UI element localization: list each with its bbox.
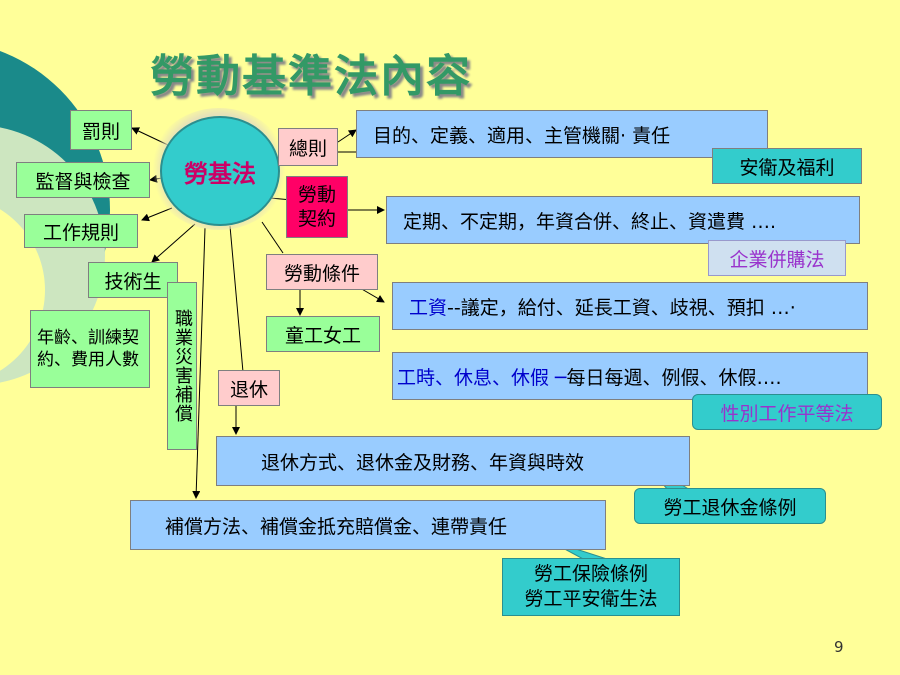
work-rules-node: 工作規則 bbox=[24, 214, 138, 248]
apprentice-detail-label: 年齡、訓練契約、費用人數 bbox=[37, 328, 139, 370]
wage-node: 工資--議定，給付、延長工資、歧視、預扣 …· bbox=[392, 282, 868, 330]
wage-detail-label: --議定，給付、延長工資、歧視、預扣 …· bbox=[447, 296, 796, 319]
comp-detail-node: 補償方法、補償金抵充賠償金、連帶責任 bbox=[130, 500, 606, 550]
general-label: 總則 bbox=[288, 137, 327, 160]
contract-node: 勞動契約 bbox=[286, 176, 348, 238]
page-title: 勞動基準法內容 bbox=[150, 51, 472, 102]
retirement-node: 退休 bbox=[218, 370, 280, 406]
contract-callout-label: 企業併購法 bbox=[729, 248, 825, 271]
hours-node: 工時、休息、休假 ─ 每日每週、例假、休假…. bbox=[392, 352, 868, 400]
contract-detail-label: 定期、不定期，年資合併、終止、資遣費 …. bbox=[403, 210, 777, 233]
general-detail-label: 目的、定義、適用、主管機關· 責任 bbox=[373, 124, 671, 147]
contract-label: 勞動契約 bbox=[297, 184, 336, 230]
hours-label: 工時、休息、休假 ─ bbox=[397, 366, 567, 389]
work-rules-label: 工作規則 bbox=[42, 221, 119, 244]
general-detail-node: 目的、定義、適用、主管機關· 責任 bbox=[356, 110, 768, 158]
contract-detail-node: 定期、不定期，年資合併、終止、資遣費 …. bbox=[386, 196, 860, 244]
hub-label: 勞基法 bbox=[184, 158, 256, 188]
retire-callout-label: 勞工退休金條例 bbox=[663, 496, 797, 519]
supervision-node: 監督與檢查 bbox=[16, 162, 150, 198]
apprentice-node: 技術生 bbox=[88, 262, 178, 298]
hours-detail-label: 每日每週、例假、休假…. bbox=[566, 366, 782, 389]
penalty-label: 罰則 bbox=[81, 120, 120, 143]
conditions-node: 勞動條件 bbox=[266, 254, 378, 290]
retirement-label: 退休 bbox=[229, 378, 268, 401]
apprentice-detail-node: 年齡、訓練契約、費用人數 bbox=[30, 310, 150, 388]
occupational-label: 職業災害補償 bbox=[172, 309, 193, 423]
wage-label: 工資 bbox=[409, 296, 448, 319]
hours-callout-label: 性別工作平等法 bbox=[720, 402, 854, 425]
general-callout: 安衛及福利 bbox=[712, 148, 862, 184]
hours-callout: 性別工作平等法 bbox=[692, 394, 882, 430]
comp-callout: 勞工保險條例 勞工平安衛生法 bbox=[502, 558, 680, 616]
hub-node: 勞基法 bbox=[160, 116, 280, 226]
conditions-label: 勞動條件 bbox=[283, 262, 360, 285]
child-women-label: 童工女工 bbox=[284, 324, 361, 347]
apprentice-label: 技術生 bbox=[104, 270, 162, 293]
comp-callout-label-1: 勞工保險條例 bbox=[533, 563, 648, 585]
retire-detail-label: 退休方式、退休金及財務、年資與時效 bbox=[261, 451, 585, 474]
supervision-label: 監督與檢查 bbox=[35, 170, 131, 193]
general-node: 總則 bbox=[278, 128, 338, 166]
occupational-node: 職業災害補償 bbox=[167, 282, 197, 450]
page-number: 9 bbox=[834, 638, 844, 656]
retire-callout: 勞工退休金條例 bbox=[634, 488, 826, 524]
general-callout-label: 安衛及福利 bbox=[739, 156, 835, 179]
child-women-node: 童工女工 bbox=[266, 316, 380, 352]
comp-detail-label: 補償方法、補償金抵充賠償金、連帶責任 bbox=[165, 515, 508, 538]
contract-callout: 企業併購法 bbox=[708, 240, 846, 276]
penalty-node: 罰則 bbox=[70, 110, 132, 150]
retire-detail-node: 退休方式、退休金及財務、年資與時效 bbox=[216, 436, 690, 486]
comp-callout-label-2: 勞工平安衛生法 bbox=[524, 588, 658, 610]
